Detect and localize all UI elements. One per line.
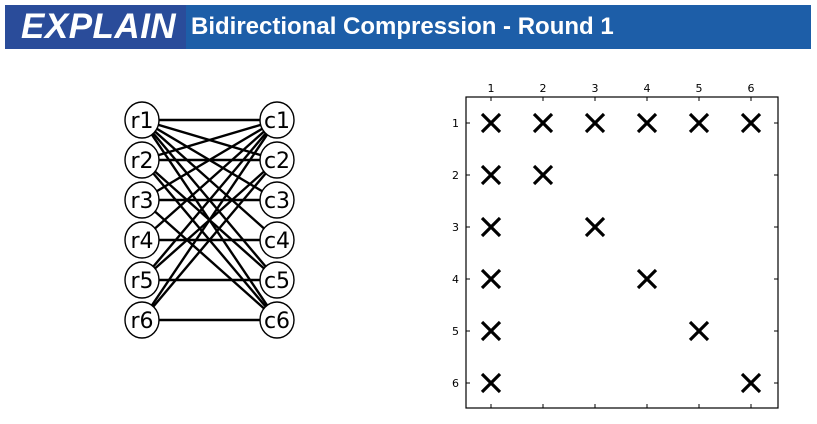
row-node-label: r3 (130, 189, 153, 214)
edge-r6-c1 (141, 119, 278, 321)
col-node-circle (259, 141, 295, 179)
row-node-r3: r3 (124, 181, 160, 219)
page-title: Bidirectional Compression - Round 1 (191, 13, 614, 40)
col-node-circle (259, 181, 295, 219)
col-node-label: c3 (264, 189, 290, 214)
matrix-mark-r2-c2 (532, 164, 554, 186)
matrix-mark-r5-c5 (688, 320, 710, 342)
row-node-label: r6 (130, 309, 153, 334)
matrix-mark-r1-c6 (740, 112, 762, 134)
row-node-r6: r6 (124, 301, 160, 339)
header-bar: EXPLAIN Bidirectional Compression - Roun… (5, 5, 811, 49)
col-node-label: c1 (264, 109, 290, 134)
col-node-c5: c5 (259, 261, 295, 299)
matrix-mark-r1-c1 (480, 112, 502, 134)
edge-r4-c1 (141, 119, 278, 241)
matrix-mark-r4-c1 (480, 268, 502, 290)
y-tick-label: 5 (452, 325, 459, 338)
col-node-label: c5 (264, 269, 290, 294)
edge-r3-c1 (141, 118, 278, 202)
row-node-r2: r2 (124, 141, 160, 179)
y-tick-label: 1 (452, 117, 459, 130)
col-node-label: c4 (264, 229, 290, 254)
row-node-label: r1 (130, 109, 153, 134)
row-node-label: r2 (130, 149, 153, 174)
col-node-c2: c2 (259, 141, 295, 179)
edge-r2-c1 (141, 118, 278, 162)
edge-r5-c1 (141, 119, 278, 281)
col-node-c4: c4 (259, 221, 295, 259)
explain-logo: EXPLAIN (5, 5, 186, 49)
edge-r6-c2 (141, 159, 278, 321)
row-node-circle (124, 181, 160, 219)
col-node-circle (259, 261, 295, 299)
col-node-c3: c3 (259, 181, 295, 219)
row-node-label: r4 (130, 229, 153, 254)
x-tick-label: 6 (748, 82, 755, 95)
matrix-mark-r3-c1 (480, 216, 502, 238)
row-node-circle (124, 141, 160, 179)
y-tick-label: 2 (452, 169, 459, 182)
col-node-c1: c1 (259, 101, 295, 139)
matrix-mark-r1-c3 (584, 112, 606, 134)
bipartite-nodes: r1 r2 r3 r4 r5 r6 c1 c2 c3 c4 c5 c6 (124, 101, 295, 339)
row-node-r4: r4 (124, 221, 160, 259)
logo-text: EXPLAIN (21, 7, 177, 46)
matrix-mark-r3-c3 (584, 216, 606, 238)
bipartite-edges (141, 118, 278, 322)
col-node-label: c2 (264, 149, 290, 174)
row-node-circle (124, 101, 160, 139)
row-node-r5: r5 (124, 261, 160, 299)
x-tick-label: 5 (696, 82, 703, 95)
row-node-circle (124, 301, 160, 339)
y-tick-label: 3 (452, 221, 459, 234)
matrix-mark-r1-c2 (532, 112, 554, 134)
row-node-label: r5 (130, 269, 153, 294)
x-tick-label: 3 (592, 82, 599, 95)
x-tick-label: 2 (540, 82, 547, 95)
y-tick-label: 6 (452, 377, 459, 390)
matrix-mark-r1-c5 (688, 112, 710, 134)
y-tick-label: 4 (452, 273, 459, 286)
adjacency-matrix: 1 2 3 4 5 6 1 2 3 4 5 6 (452, 82, 779, 409)
matrix-mark-r6-c1 (480, 372, 502, 394)
row-node-r1: r1 (124, 101, 160, 139)
matrix-mark-r2-c1 (480, 164, 502, 186)
row-node-circle (124, 221, 160, 259)
matrix-mark-r5-c1 (480, 320, 502, 342)
matrix-mark-r4-c4 (636, 268, 658, 290)
col-node-circle (259, 101, 295, 139)
col-node-label: c6 (264, 309, 290, 334)
col-node-circle (259, 221, 295, 259)
matrix-mark-r1-c4 (636, 112, 658, 134)
x-tick-label: 4 (644, 82, 651, 95)
row-node-circle (124, 261, 160, 299)
x-tick-label: 1 (488, 82, 495, 95)
matrix-frame (465, 96, 779, 409)
matrix-mark-r6-c6 (740, 372, 762, 394)
col-node-circle (259, 301, 295, 339)
col-node-c6: c6 (259, 301, 295, 339)
